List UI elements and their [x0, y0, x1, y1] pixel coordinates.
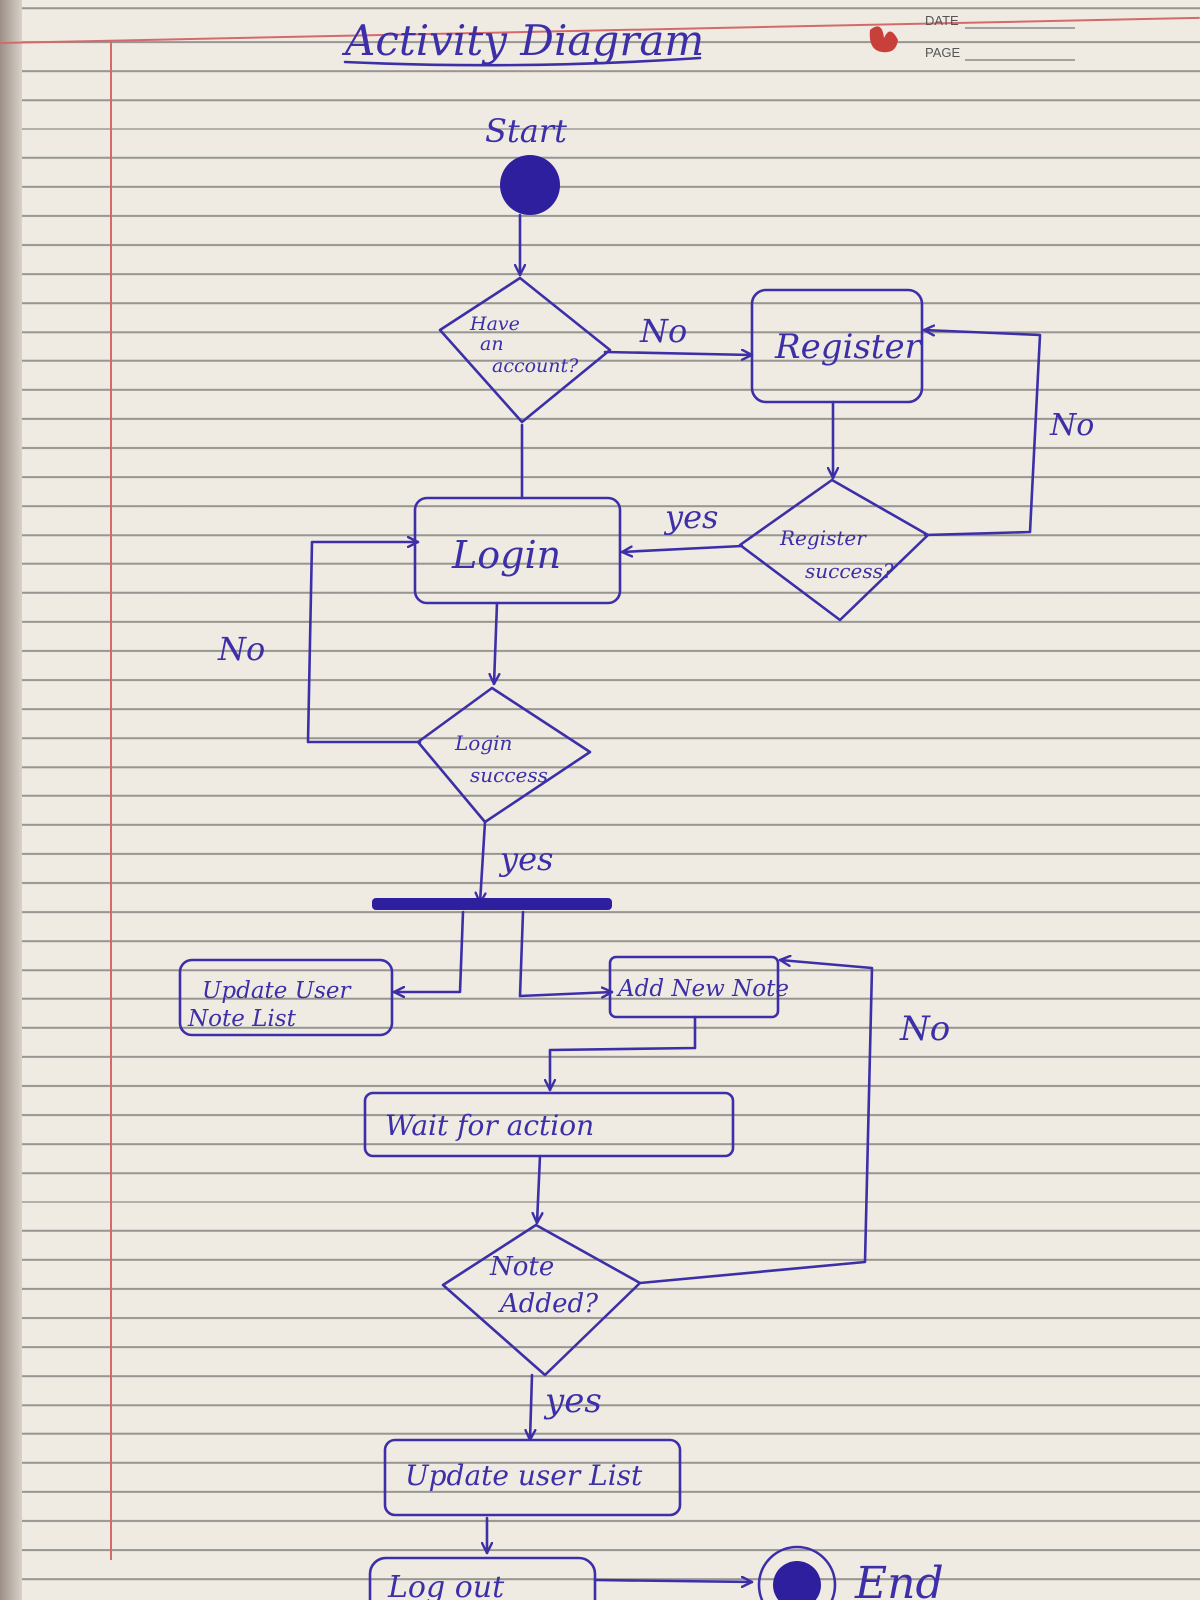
activity-register-text: Register: [774, 327, 923, 367]
end-node: [773, 1561, 821, 1600]
decision-have-account: [438, 276, 612, 424]
edge-label-yes-login: yes: [498, 840, 553, 878]
activity-log-out: [368, 1556, 597, 1600]
edge-label-no-note: No: [899, 1009, 950, 1049]
edge-label-yes-register: yes: [663, 498, 718, 536]
edge-label-no-login: No: [217, 630, 265, 668]
activity-login: [413, 496, 622, 605]
decision-note-added: [441, 1223, 642, 1377]
decision-register-success: [738, 478, 930, 622]
activity-add-new-note-text: Add New Note: [616, 976, 789, 1002]
start-label: Start: [485, 112, 567, 150]
fork-bar: [372, 898, 612, 910]
margin-line: [110, 40, 112, 1560]
date-label: DATE: [925, 13, 959, 28]
activity-update-note-list-text: Update User Note List: [187, 978, 358, 1032]
page-label: PAGE: [925, 45, 960, 60]
edge-label-yes-note: yes: [543, 1381, 602, 1421]
activity-wait-for-action-text: Wait for action: [385, 1109, 594, 1142]
activity-log-out-text: Log out: [387, 1570, 505, 1600]
activity-update-user-list: [383, 1438, 682, 1517]
decision-note-added-text: Note Added?: [489, 1252, 599, 1319]
activity-update-note-list: [178, 958, 394, 1037]
edge-label-no-have-account: No: [639, 312, 687, 350]
diagram-title: Activity Diagram: [341, 16, 704, 65]
edge-label-no-register: No: [1049, 408, 1094, 443]
start-node: [500, 155, 560, 215]
title-underline: [343, 56, 702, 67]
activity-register: [750, 288, 924, 404]
decision-login-success-text: Login success: [454, 731, 548, 787]
decision-register-success-text: Register success?: [779, 526, 894, 583]
decision-have-account-text: Have an account?: [469, 313, 579, 377]
end-node-ring: [757, 1545, 837, 1600]
activity-wait-for-action: [363, 1091, 735, 1158]
end-label: End: [854, 1558, 944, 1600]
decision-login-success: [416, 686, 592, 824]
activity-login-text: Login: [451, 533, 561, 577]
brand-logo: [869, 26, 898, 53]
activity-update-user-list-text: Update user List: [405, 1459, 643, 1492]
